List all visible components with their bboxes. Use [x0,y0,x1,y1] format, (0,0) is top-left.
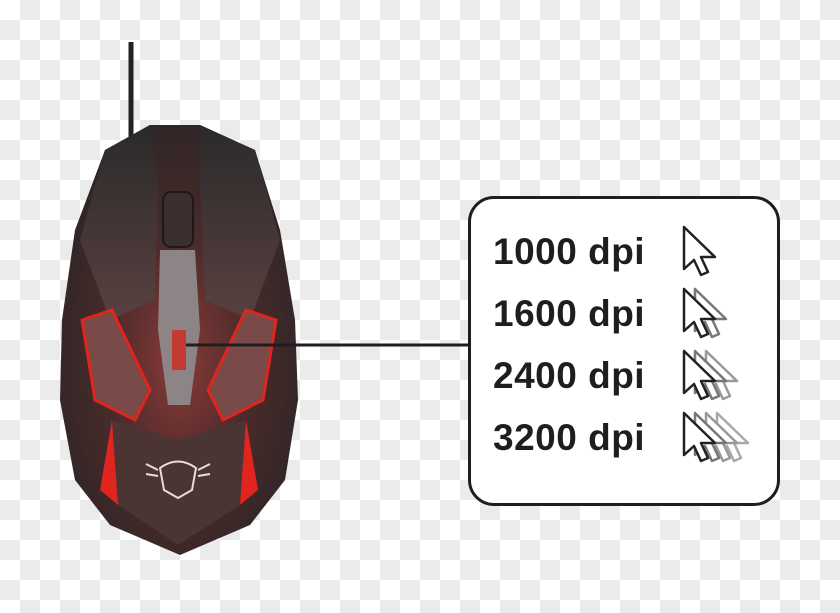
center-spine [158,250,200,405]
dpi-row-2400: 2400 dpi [493,349,771,403]
cursor-trail-icon [681,287,771,341]
cursor-arrow-icon [682,349,717,401]
cursor-icon [681,225,771,279]
cursor-trail-icon [681,349,771,403]
dpi-row-1600: 1600 dpi [493,287,771,341]
scroll-wheel [162,191,194,248]
dpi-label: 1600 dpi [493,293,646,334]
right-button [200,125,280,320]
left-button [80,125,158,320]
cursor-arrow-icon [682,411,717,463]
dpi-row-3200: 3200 dpi [493,411,771,465]
dpi-label: 2400 dpi [493,355,646,396]
dpi-label: 3200 dpi [493,417,646,458]
cursor-trail-icon [681,411,771,465]
dpi-label: 1000 dpi [493,231,646,272]
dpi-callout-box: 1000 dpi 1600 dpi 2400 dpi 3200 dpi [468,196,780,506]
cursor-arrow-icon [682,287,717,339]
dpi-button [172,330,186,370]
cursor-arrow-icon [682,225,717,277]
trust-gxt-logo [145,460,211,500]
dpi-row-1000: 1000 dpi [493,225,771,279]
